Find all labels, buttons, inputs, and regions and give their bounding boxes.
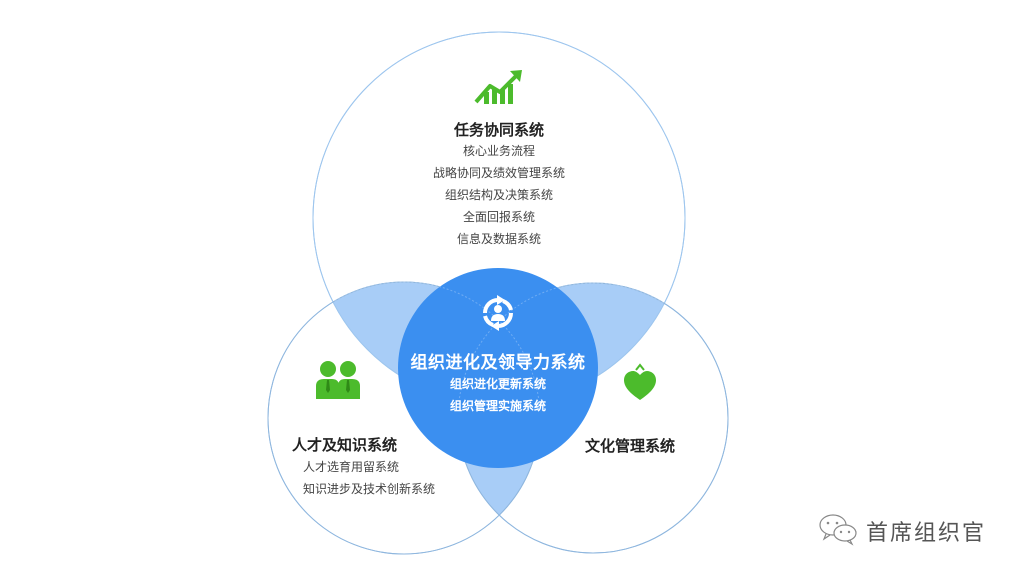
watermark-text: 首席组织官 (866, 521, 987, 546)
top-circle-item: 战略协同及绩效管理系统 (432, 166, 565, 180)
wechat-icon (818, 512, 858, 550)
heart-icon (623, 362, 657, 402)
people-icon (314, 360, 364, 400)
left-circle-items: 人才选育用留系统 知识进步及技术创新系统 (303, 456, 435, 500)
center-circle-item: 组织进化更新系统 (449, 377, 546, 391)
left-circle-item: 人才选育用留系统 (303, 460, 400, 474)
top-circle-title: 任务协同系统 (453, 121, 544, 139)
center-circle-item: 组织管理实施系统 (449, 399, 546, 413)
top-circle-item: 信息及数据系统 (456, 232, 541, 246)
center-circle (398, 268, 598, 468)
left-circle-item: 知识进步及技术创新系统 (303, 482, 436, 496)
top-circle-item: 全面回报系统 (462, 210, 535, 224)
cycle-person-icon (479, 294, 517, 332)
center-circle-title: 组织进化及领导力系统 (410, 353, 586, 373)
top-circle-item: 组织结构及决策系统 (444, 188, 553, 202)
watermark: 首席组织官 (818, 512, 986, 550)
right-circle-title: 文化管理系统 (585, 437, 676, 455)
top-circle-item: 核心业务流程 (462, 144, 535, 158)
left-circle-title: 人才及知识系统 (292, 436, 398, 454)
top-circle-items: 核心业务流程 战略协同及绩效管理系统 组织结构及决策系统 全面回报系统 信息及数… (399, 140, 599, 250)
center-circle-items: 组织进化更新系统 组织管理实施系统 (398, 373, 598, 417)
growth-chart-icon (474, 68, 526, 106)
